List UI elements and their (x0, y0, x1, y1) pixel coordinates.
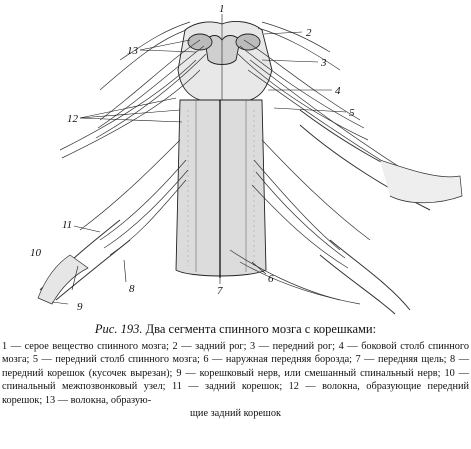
label-6: 6 (268, 273, 274, 285)
label-9: 9 (77, 301, 83, 313)
spinal-cord-column (175, 99, 267, 278)
upper-segment (177, 21, 273, 101)
caption-label: Рис. 193. (94, 322, 143, 336)
label-10: 10 (30, 247, 42, 259)
label-11: 11 (62, 219, 72, 231)
label-1: 1 (219, 3, 225, 15)
leader-lines (51, 14, 347, 305)
figure-caption: Рис. 193. Два сегмента спинного мозга с … (0, 322, 471, 337)
label-3: 3 (320, 57, 327, 69)
label-7: 7 (217, 285, 223, 297)
label-13: 13 (127, 45, 139, 57)
figure-labels: 1 2 3 4 5 6 7 8 9 10 11 12 13 (30, 3, 355, 313)
label-2: 2 (306, 27, 312, 39)
label-4: 4 (335, 85, 341, 97)
label-8: 8 (129, 283, 135, 295)
label-12: 12 (67, 113, 79, 125)
figure-legend: 1 — серое вещество спинного мозга; 2 — з… (2, 340, 469, 420)
legend-last-line: щие задний корешок (190, 408, 281, 420)
caption-title: Два сегмента спинного мозга с корешками: (145, 322, 377, 336)
nerve-fibers (37, 21, 463, 315)
spinal-cord-illustration: 1 2 3 4 5 6 7 8 9 10 11 12 13 (30, 3, 463, 315)
label-5: 5 (349, 107, 355, 119)
legend-text: 1 — серое вещество спинного мозга; 2 — з… (2, 341, 469, 406)
